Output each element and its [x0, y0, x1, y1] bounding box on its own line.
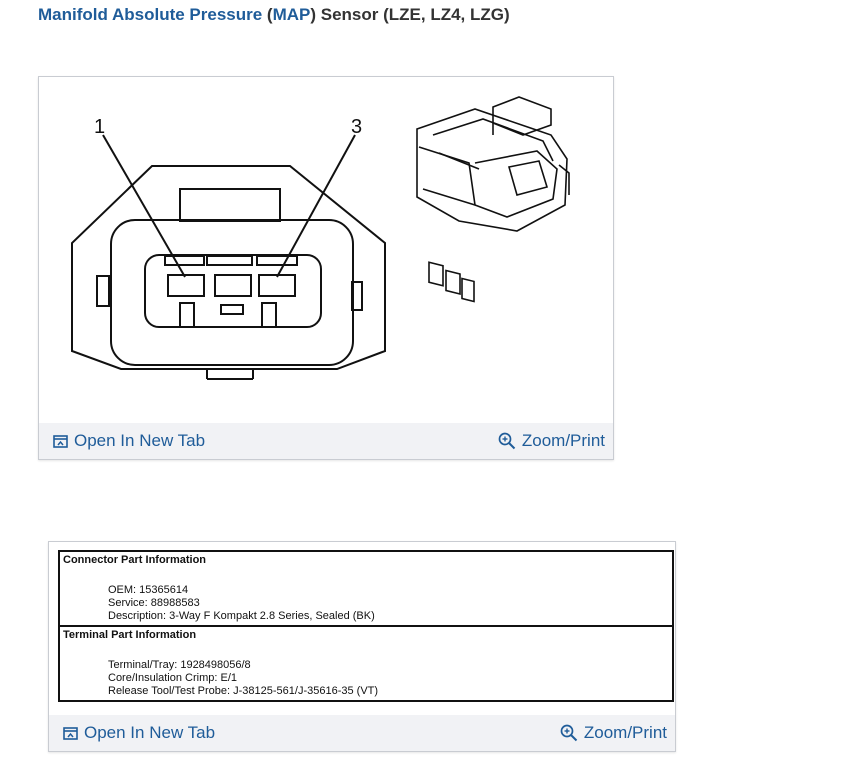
info-line: Core/Insulation Crimp: E/1 [108, 672, 237, 684]
open-in-new-tab-button[interactable]: Open In New Tab [53, 423, 205, 459]
connector-side-tab-right [351, 281, 363, 311]
callout-1-leader [102, 134, 186, 278]
zoom-print-button[interactable]: Zoom/Print [560, 715, 667, 751]
title-link-map[interactable]: MAP [272, 5, 311, 24]
title-text: ( [262, 5, 273, 24]
zoom-icon [560, 724, 578, 742]
connector-face [110, 219, 354, 366]
open-in-new-tab-label: Open In New Tab [74, 431, 206, 450]
connector-figure-card: 1 3 Open In New Tab Zoom/Print [38, 76, 614, 460]
terminal-slot-top-1 [164, 255, 205, 266]
terminal-slot-top-2 [206, 255, 253, 266]
connector-latch [179, 188, 281, 222]
title-text-rest: ) Sensor (LZE, LZ4, LZG) [310, 5, 510, 24]
connector-drawing: 1 3 [71, 96, 570, 380]
callout-1: 1 [94, 116, 105, 138]
zoom-print-label: Zoom/Print [521, 431, 605, 450]
open-new-tab-icon [53, 434, 68, 448]
connector-part-section: Connector Part Information OEM: 15365614… [60, 552, 672, 625]
terminal-cavity-1 [167, 274, 205, 297]
section-title: Connector Part Information [63, 554, 207, 566]
zoom-icon [498, 432, 516, 450]
terminal-key-3 [261, 302, 277, 328]
info-line: Terminal/Tray: 1928498056/8 [108, 659, 251, 671]
callout-3: 3 [351, 116, 362, 138]
open-new-tab-icon [63, 726, 78, 740]
part-info-table: Connector Part Information OEM: 15365614… [58, 550, 674, 702]
figure-actions-bar: Open In New Tab Zoom/Print [39, 423, 613, 459]
terminal-key-1 [179, 302, 195, 328]
zoom-print-label: Zoom/Print [583, 723, 667, 742]
info-line: Service: 88988583 [108, 597, 200, 609]
info-line: Release Tool/Test Probe: J-38125-561/J-3… [108, 685, 379, 697]
terminal-cavity-2 [214, 274, 252, 297]
zoom-print-button[interactable]: Zoom/Print [498, 423, 605, 459]
callout-3-leader [276, 134, 356, 278]
connector-outer-housing [71, 165, 386, 370]
figure-actions-bar: Open In New Tab Zoom/Print [49, 715, 675, 751]
terminal-cavity-3 [258, 274, 296, 297]
connector-3d-view [416, 96, 570, 303]
page-title: Manifold Absolute Pressure (MAP) Sensor … [38, 5, 510, 25]
open-in-new-tab-button[interactable]: Open In New Tab [63, 715, 215, 751]
terminal-slot-top-3 [256, 255, 298, 266]
info-line: OEM: 15365614 [108, 584, 189, 596]
connector-side-tab-left [96, 275, 110, 307]
title-link-manifold[interactable]: Manifold Absolute Pressure [38, 5, 263, 24]
section-title: Terminal Part Information [63, 629, 197, 641]
info-line: Description: 3-Way F Kompakt 2.8 Series,… [108, 610, 375, 622]
part-info-figure-card: Connector Part Information OEM: 15365614… [48, 541, 676, 752]
open-in-new-tab-label: Open In New Tab [84, 723, 216, 742]
terminal-key-2 [220, 304, 244, 315]
terminal-part-section: Terminal Part Information Terminal/Tray:… [60, 625, 672, 700]
